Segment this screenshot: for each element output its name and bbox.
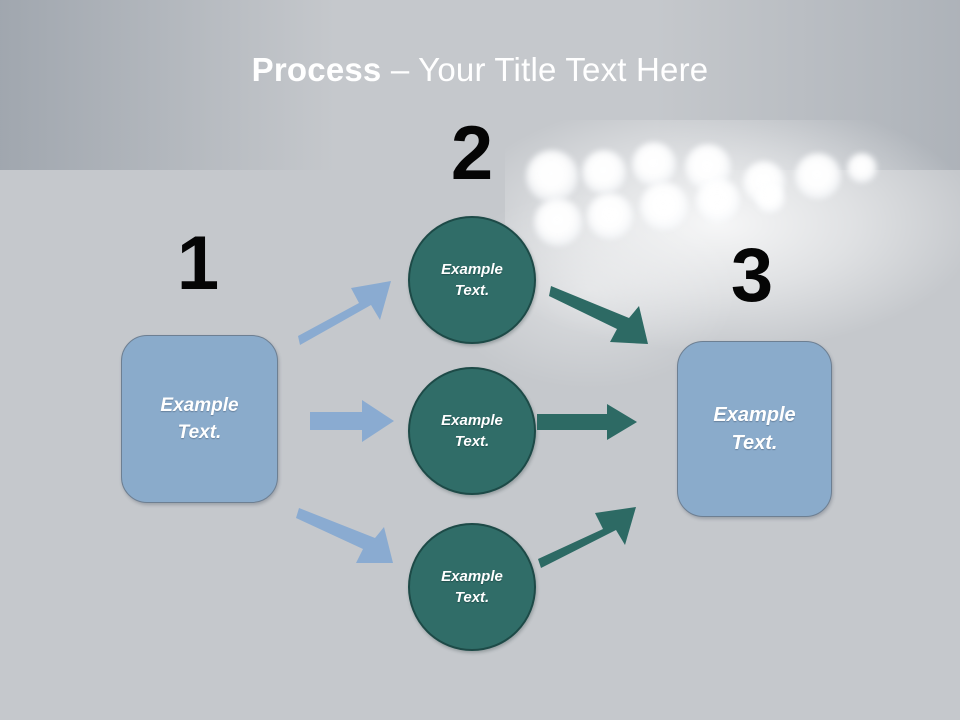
stage-three-box-text: Example Text. [713,404,796,454]
stage-two-circle-middle[interactable]: Example Text. [408,367,536,495]
stage-one-box-text: Example Text. [160,395,239,443]
arrow-left-to-bottom-circle[interactable] [296,506,394,568]
arrow-left-to-top-circle[interactable] [296,276,394,346]
step-number-1: 1 [176,221,220,306]
stage-one-box[interactable]: Example Text. [121,335,278,503]
arrow-mid-circle-to-right[interactable] [537,402,637,442]
stage-two-circle-middle-text: Example Text. [441,412,503,450]
stage-two-circle-bottom[interactable]: Example Text. [408,523,536,651]
arrow-bottom-circle-to-right[interactable] [536,505,640,569]
step-number-3: 3 [730,233,774,318]
page-title-bold: Process [251,51,382,88]
arrow-left-to-mid-circle[interactable] [310,400,394,444]
stage-two-circle-bottom-text: Example Text. [441,568,503,606]
page-title: Process – Your Title Text Here [0,50,960,90]
stage-three-box[interactable]: Example Text. [677,341,832,517]
step-number-2: 2 [450,111,494,196]
arrow-top-circle-to-right[interactable] [549,284,649,350]
stage-two-circle-top[interactable]: Example Text. [408,216,536,344]
stage-two-circle-top-text: Example Text. [441,261,503,299]
page-title-regular: – Your Title Text Here [381,51,709,88]
